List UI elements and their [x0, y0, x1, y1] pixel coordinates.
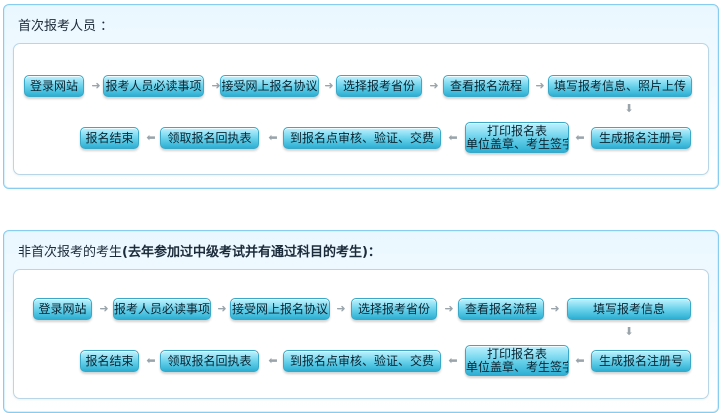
step-print-form[interactable]: 打印报名表 单位盖章、考生签字 [465, 122, 569, 153]
print-form-line2: 单位盖章、考生签字 [466, 137, 569, 151]
arrow-left-icon: ⬅ [448, 131, 458, 144]
arrow-down-icon: ⬇ [624, 325, 634, 338]
arrow-left-icon: ⬅ [146, 354, 156, 367]
print-form-line2: 单位盖章、考生签字 [466, 360, 569, 374]
step-verify-pay[interactable]: 到报名点审核、验证、交费 [283, 127, 441, 149]
step-view-process[interactable]: 查看报名流程 [458, 298, 544, 320]
returning-section-title: 非首次报考的考生(去年参加过中级考试并有通过科目的考生)： [18, 241, 381, 260]
step-generate-reg-number[interactable]: 生成报名注册号 [591, 127, 691, 149]
step-login-website[interactable]: 登录网站 [24, 75, 84, 97]
arrow-left-icon: ⬅ [575, 131, 585, 144]
step-fill-info[interactable]: 填写报考信息 [567, 298, 691, 320]
step-accept-agreement[interactable]: 接受网上报名协议 [220, 75, 319, 97]
step-login-website[interactable]: 登录网站 [33, 298, 92, 320]
arrow-right-icon: ➜ [211, 79, 221, 92]
step-verify-pay[interactable]: 到报名点审核、验证、交费 [283, 350, 441, 372]
print-form-line1: 打印报名表 [486, 347, 547, 361]
first-time-section-title: 首次报考人员 ： [18, 19, 114, 34]
step-choose-province[interactable]: 选择报考省份 [336, 75, 422, 97]
step-get-receipt[interactable]: 领取报名回执表 [160, 350, 259, 372]
step-end[interactable]: 报名结束 [80, 350, 139, 372]
step-read-notice[interactable]: 报考人员必读事项 [103, 75, 204, 97]
returning-flow-box: 登录网站 ➜ 报考人员必读事项 ➜ 接受网上报名协议 ➜ 选择报考省份 ➜ 查看… [13, 269, 709, 399]
arrow-left-icon: ⬅ [146, 131, 156, 144]
arrow-right-icon: ➜ [91, 79, 101, 92]
arrow-right-icon: ➜ [336, 302, 346, 315]
step-choose-province[interactable]: 选择报考省份 [351, 298, 437, 320]
arrow-right-icon: ➜ [217, 302, 227, 315]
step-fill-info-photo[interactable]: 填写报考信息、照片上传 [548, 75, 692, 97]
arrow-right-icon: ➜ [444, 302, 454, 315]
arrow-right-icon: ➜ [324, 79, 334, 92]
returning-title-bold: (去年参加过中级考试并有通过科目的考生)： [122, 245, 381, 260]
arrow-right-icon: ➜ [429, 79, 439, 92]
arrow-left-icon: ⬅ [268, 354, 278, 367]
first-time-flow-box: 登录网站 ➜ 报考人员必读事项 ➜ 接受网上报名协议 ➜ 选择报考省份 ➜ 查看… [13, 43, 709, 175]
step-view-process[interactable]: 查看报名流程 [443, 75, 529, 97]
arrow-right-icon: ➜ [535, 79, 545, 92]
step-get-receipt[interactable]: 领取报名回执表 [160, 127, 259, 149]
first-time-section-panel: 首次报考人员 ： 登录网站 ➜ 报考人员必读事项 ➜ 接受网上报名协议 ➜ 选择… [3, 4, 719, 189]
print-form-line1: 打印报名表 [486, 124, 547, 138]
arrow-left-icon: ⬅ [268, 131, 278, 144]
step-read-notice[interactable]: 报考人员必读事项 [113, 298, 211, 320]
arrow-down-icon: ⬇ [624, 102, 634, 115]
step-print-form[interactable]: 打印报名表 单位盖章、考生签字 [465, 345, 569, 376]
returning-title-plain: 非首次报考的考生 [18, 245, 123, 260]
step-accept-agreement[interactable]: 接受网上报名协议 [230, 298, 330, 320]
step-generate-reg-number[interactable]: 生成报名注册号 [591, 350, 691, 372]
arrow-left-icon: ⬅ [575, 354, 585, 367]
arrow-right-icon: ➜ [99, 302, 109, 315]
arrow-right-icon: ➜ [550, 302, 560, 315]
returning-section-panel: 非首次报考的考生(去年参加过中级考试并有通过科目的考生)： 登录网站 ➜ 报考人… [3, 230, 719, 413]
step-end[interactable]: 报名结束 [80, 127, 139, 149]
arrow-left-icon: ⬅ [448, 354, 458, 367]
